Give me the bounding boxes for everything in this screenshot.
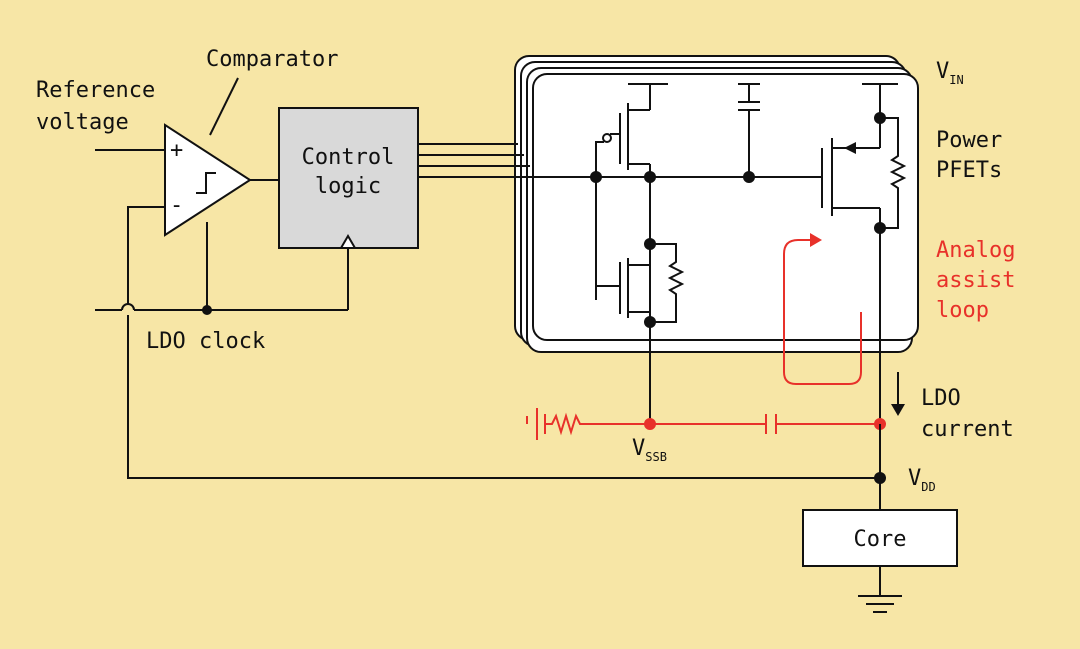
vdd-label: VDD: [908, 466, 936, 494]
power-pfets-label-line1: Power: [936, 128, 1002, 153]
control-logic-label-line1: Control: [302, 145, 395, 170]
clock-input-icon: [339, 234, 357, 249]
vssb-label: VSSB: [632, 436, 667, 464]
reference-voltage-label-line2: voltage: [36, 110, 129, 135]
comparator-minus-label: -: [170, 193, 183, 218]
reference-voltage-label-line1: Reference: [36, 78, 155, 103]
vdd-node: [874, 472, 886, 484]
comparator-label: Comparator: [206, 47, 338, 72]
power-pfets-label-line2: PFETs: [936, 158, 1002, 183]
pfet-panel-stack: [514, 55, 919, 353]
control-logic-block: Control logic: [278, 107, 419, 249]
comparator-symbol: + -: [164, 123, 252, 237]
ldo-current-label-line1: LDO: [921, 386, 961, 411]
ldo-current-label-line2: current: [921, 417, 1014, 442]
ground-icon: [858, 595, 902, 613]
analog-assist-label-line1: Analog: [936, 238, 1015, 263]
core-supply: Core: [802, 372, 958, 613]
control-bus: [418, 143, 595, 178]
analog-assist-loop-arrow: [783, 233, 862, 385]
vssb-node: [644, 418, 656, 430]
vin-label: VIN: [936, 59, 964, 87]
core-label: Core: [854, 527, 907, 552]
comparator-plus-label: +: [170, 138, 183, 163]
pfet-panel: [532, 73, 919, 341]
comparator-leader-line: [209, 77, 239, 136]
hysteresis-icon: [196, 172, 216, 194]
analog-assist-label-line2: assist: [936, 268, 1015, 293]
core-block: [802, 509, 958, 567]
pfet-circuit: [590, 83, 907, 424]
ldo-clock-label: LDO clock: [146, 329, 265, 354]
comparator-wiring: [95, 77, 880, 479]
control-logic-label-line2: logic: [315, 174, 381, 199]
analog-assist-label-line3: loop: [936, 298, 989, 323]
